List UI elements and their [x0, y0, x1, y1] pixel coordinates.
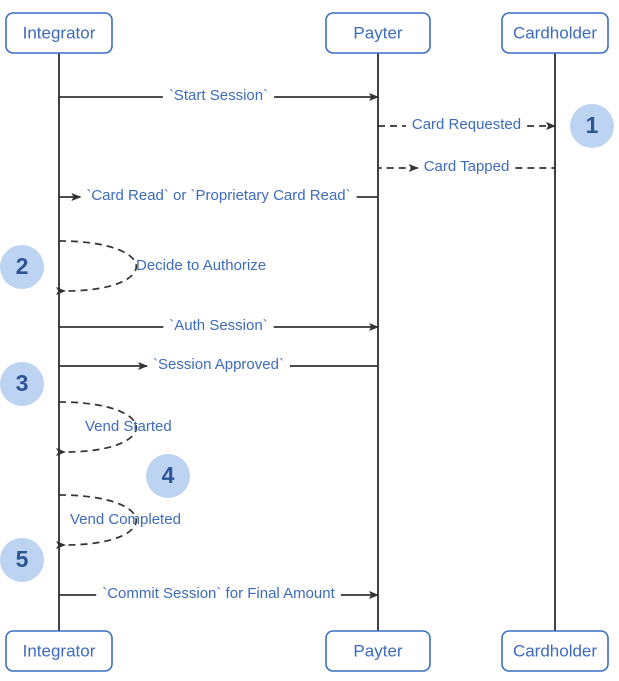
step-badge-1: 1 — [570, 104, 614, 148]
message-label: Vend Started — [85, 418, 172, 435]
participant-label: Cardholder — [513, 23, 597, 42]
step-badge-5: 5 — [0, 538, 44, 582]
message-10[interactable]: `Commit Session` for Final Amount — [59, 585, 379, 602]
participant-cardholder-top[interactable]: Cardholder — [501, 12, 609, 54]
message-label: Card Tapped — [424, 158, 510, 175]
message-label: `Auth Session` — [169, 317, 267, 334]
step-badge-label: 4 — [162, 462, 175, 488]
message-4[interactable]: `Card Read` or `Proprietary Card Read` — [59, 187, 378, 204]
step-badge-label: 1 — [586, 112, 599, 138]
message-3[interactable]: Card Tapped — [378, 158, 555, 175]
step-badge-circle — [0, 538, 44, 582]
participant-box — [5, 12, 113, 54]
participant-box — [501, 12, 609, 54]
message-label: Vend Completed — [70, 511, 181, 528]
step-badge-2: 2 — [0, 245, 44, 289]
message-9[interactable]: Vend Completed — [55, 494, 181, 550]
step-badge-label: 2 — [16, 253, 29, 279]
message-self-loop-path — [55, 240, 138, 296]
participant-label: Payter — [353, 641, 402, 660]
message-6[interactable]: `Auth Session` — [59, 317, 379, 334]
message-label: `Start Session` — [169, 87, 268, 104]
participant-label: Integrator — [23, 641, 96, 660]
message-8[interactable]: Vend Started — [55, 401, 172, 457]
message-2[interactable]: Card Requested — [378, 116, 556, 133]
message-label: Card Requested — [412, 116, 521, 133]
step-badge-circle — [0, 245, 44, 289]
message-self-loop-path — [55, 401, 138, 457]
message-5[interactable]: Decide to Authorize — [55, 240, 266, 296]
message-label: `Card Read` or `Proprietary Card Read` — [86, 187, 350, 204]
participant-cardholder-bottom[interactable]: Cardholder — [501, 630, 609, 672]
badges-group: 1 2 3 4 5 — [0, 104, 614, 582]
step-badge-4: 4 — [146, 454, 190, 498]
step-badge-label: 3 — [16, 370, 29, 396]
participant-box — [5, 630, 113, 672]
participant-integrator-bottom[interactable]: Integrator — [5, 630, 113, 672]
lifelines-group — [58, 53, 556, 631]
message-label: `Session Approved` — [153, 356, 284, 373]
participant-label: Integrator — [23, 23, 96, 42]
participant-payter-top[interactable]: Payter — [325, 12, 431, 54]
participant-box — [325, 630, 431, 672]
participant-label: Payter — [353, 23, 402, 42]
participant-label: Cardholder — [513, 641, 597, 660]
step-badge-circle — [0, 362, 44, 406]
step-badge-circle — [146, 454, 190, 498]
message-label: `Commit Session` for Final Amount — [102, 585, 335, 602]
step-badge-circle — [570, 104, 614, 148]
step-badge-label: 5 — [16, 546, 29, 572]
message-7[interactable]: `Session Approved` — [59, 356, 378, 373]
participant-payter-bottom[interactable]: Payter — [325, 630, 431, 672]
message-self-loop-path — [55, 494, 138, 550]
step-badge-3: 3 — [0, 362, 44, 406]
participant-box — [501, 630, 609, 672]
message-1[interactable]: `Start Session` — [59, 87, 379, 104]
participant-box — [325, 12, 431, 54]
participant-integrator-top[interactable]: Integrator — [5, 12, 113, 54]
message-label: Decide to Authorize — [136, 257, 266, 274]
